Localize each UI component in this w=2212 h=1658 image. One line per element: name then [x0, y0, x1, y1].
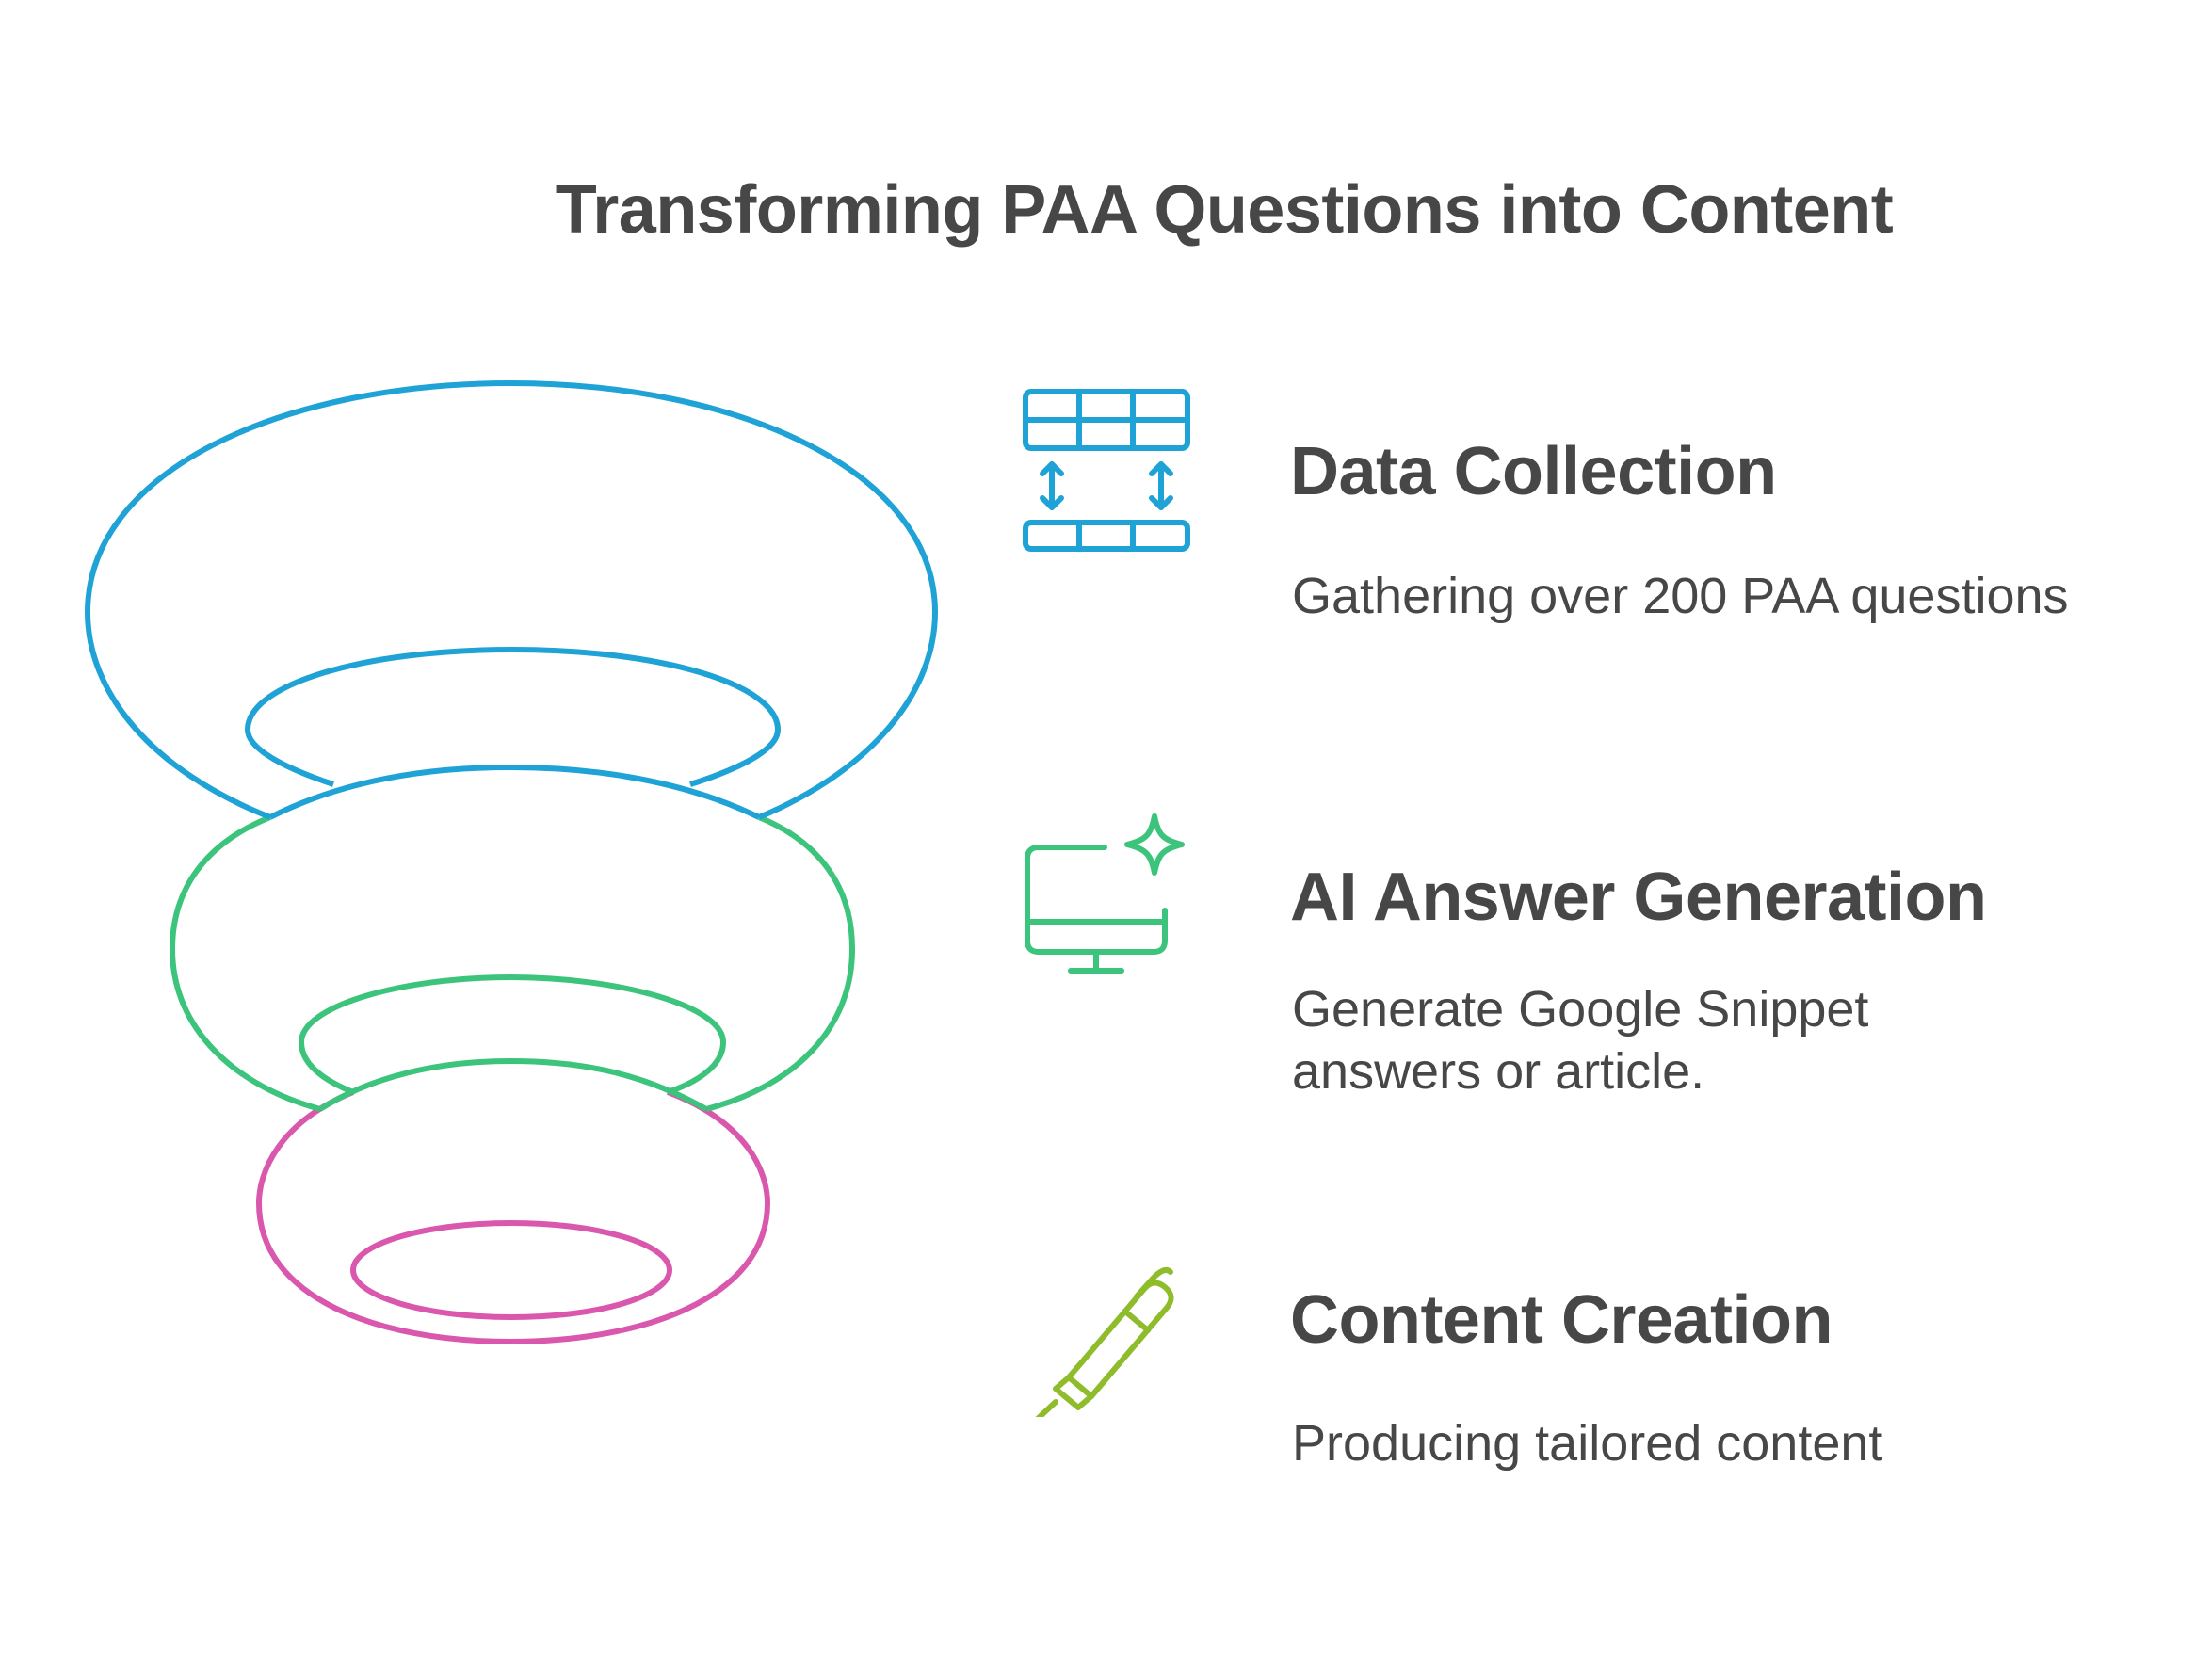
funnel-graphic [84, 379, 939, 1345]
stage-heading-ai-answer-generation: AI Answer Generation [1290, 860, 1987, 935]
diagram-title: Transforming PAA Questions into Content [555, 172, 1894, 248]
funnel-ring-data-collection [84, 379, 939, 820]
stage-description-ai-answer-generation-line2: answers or article. [1292, 1043, 1705, 1100]
monitor-sparkle-icon [1025, 813, 1185, 974]
stage-heading-content-creation: Content Creation [1290, 1282, 1833, 1358]
stage-heading-data-collection: Data Collection [1290, 434, 1777, 509]
pen-icon [1035, 1267, 1174, 1417]
funnel-ring-content-creation [255, 1089, 771, 1345]
table-arrows-icon [1023, 389, 1190, 552]
stage-description-ai-answer-generation-line1: Generate Google Snippet [1292, 981, 1869, 1038]
stage-description-data-collection: Gathering over 200 PAA questions [1292, 568, 2069, 624]
stage-description-content-creation: Producing tailored content [1292, 1415, 1883, 1472]
funnel-ring-ai-generation [169, 814, 856, 1112]
